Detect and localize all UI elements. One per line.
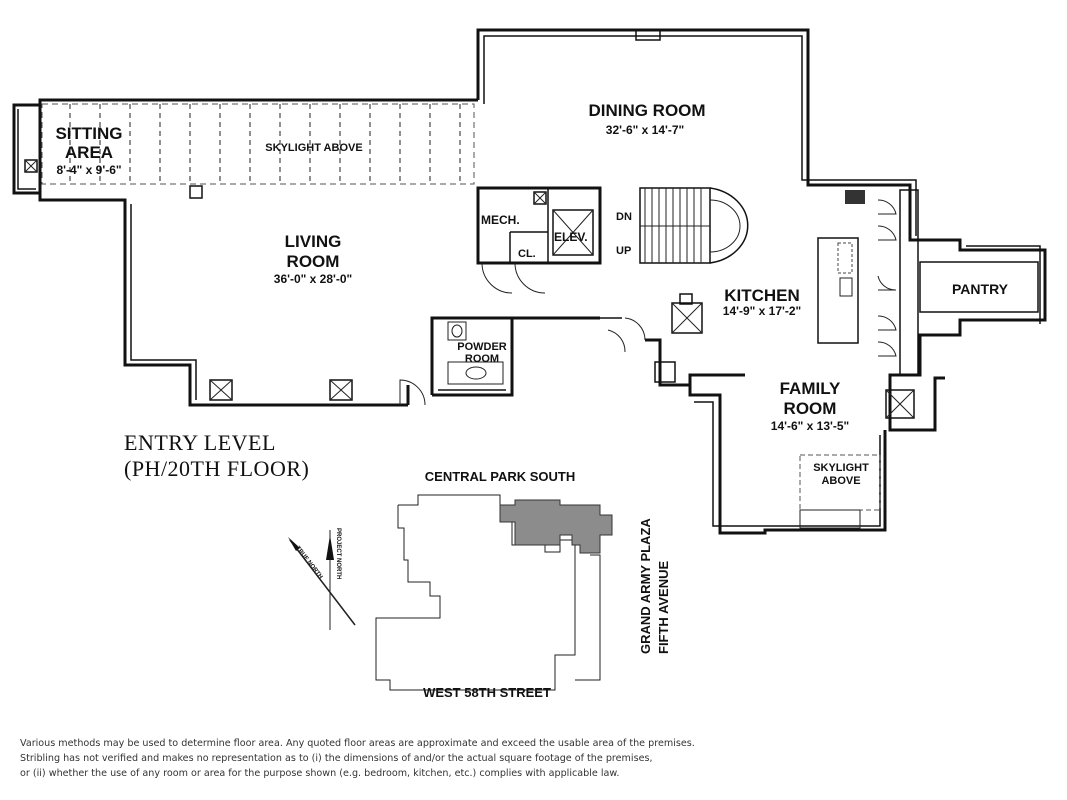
columns [24, 29, 915, 419]
core [476, 186, 602, 294]
closet-label: CL. [518, 248, 536, 260]
level-title-1: ENTRY LEVEL [124, 430, 276, 455]
living-room-label-2: ROOM [287, 252, 340, 271]
powder-fixtures [447, 321, 504, 385]
sitting-area-dim: 8'-4" x 9'-6" [56, 163, 121, 177]
family-room-label-1: FAMILY [780, 379, 841, 398]
family-skylight [799, 454, 881, 529]
pantry-label: PANTRY [952, 281, 1009, 297]
staircase [639, 187, 749, 264]
skylight-above-label: SKYLIGHT ABOVE [265, 142, 362, 154]
central-park-south-label: CENTRAL PARK SOUTH [425, 469, 575, 484]
fifth-avenue-label: FIFTH AVENUE [656, 561, 671, 654]
dining-room-label: DINING ROOM [588, 101, 705, 120]
key-plan: CENTRAL PARK SOUTH WEST 58TH STREET GRAN… [375, 469, 671, 700]
mech-label: MECH. [481, 213, 520, 227]
disclaimer-line-1: Various methods may be used to determine… [20, 738, 695, 749]
family-skylight-label-1: SKYLIGHT [813, 462, 869, 474]
powder-room-label-1: POWDER [457, 341, 507, 353]
kitchen-label: KITCHEN [724, 286, 800, 305]
skylight-grid [41, 103, 475, 185]
sitting-area-label-2: AREA [65, 143, 113, 162]
family-room-dim: 14'-6" x 13'-5" [771, 419, 849, 433]
living-room-label-1: LIVING [285, 232, 342, 251]
stair-dn-label: DN [616, 211, 632, 223]
level-title-2: (PH/20TH FLOOR) [124, 456, 309, 481]
disclaimer-line-2: Stribling has not verified and makes no … [20, 753, 653, 764]
kitchen-dim: 14'-9" x 17'-2" [723, 304, 801, 318]
family-room-label-2: ROOM [784, 399, 837, 418]
doors [399, 317, 646, 406]
pantry-box [919, 261, 1039, 313]
elev-label: ELEV. [554, 230, 588, 244]
compass-icon: TRUE NORTH PROJECT NORTH [288, 528, 356, 630]
family-skylight-label-2: ABOVE [821, 475, 860, 487]
disclaimer: Various methods may be used to determine… [20, 736, 820, 781]
grand-army-plaza-label: GRAND ARMY PLAZA [638, 518, 653, 654]
stair-up-label: UP [616, 245, 631, 257]
disclaimer-line-3: or (ii) whether the use of any room or a… [20, 768, 620, 779]
project-north-label: PROJECT NORTH [335, 528, 341, 579]
powder-room-label-2: ROOM [465, 353, 499, 365]
west-58th-label: WEST 58TH STREET [423, 685, 551, 700]
kitchen-island [817, 189, 919, 376]
sitting-area-label-1: SITTING [55, 124, 122, 143]
true-north-label: TRUE NORTH [294, 546, 323, 581]
dining-room-dim: 32'-6" x 14'-7" [606, 123, 684, 137]
living-room-dim: 36'-0" x 28'-0" [274, 272, 352, 286]
